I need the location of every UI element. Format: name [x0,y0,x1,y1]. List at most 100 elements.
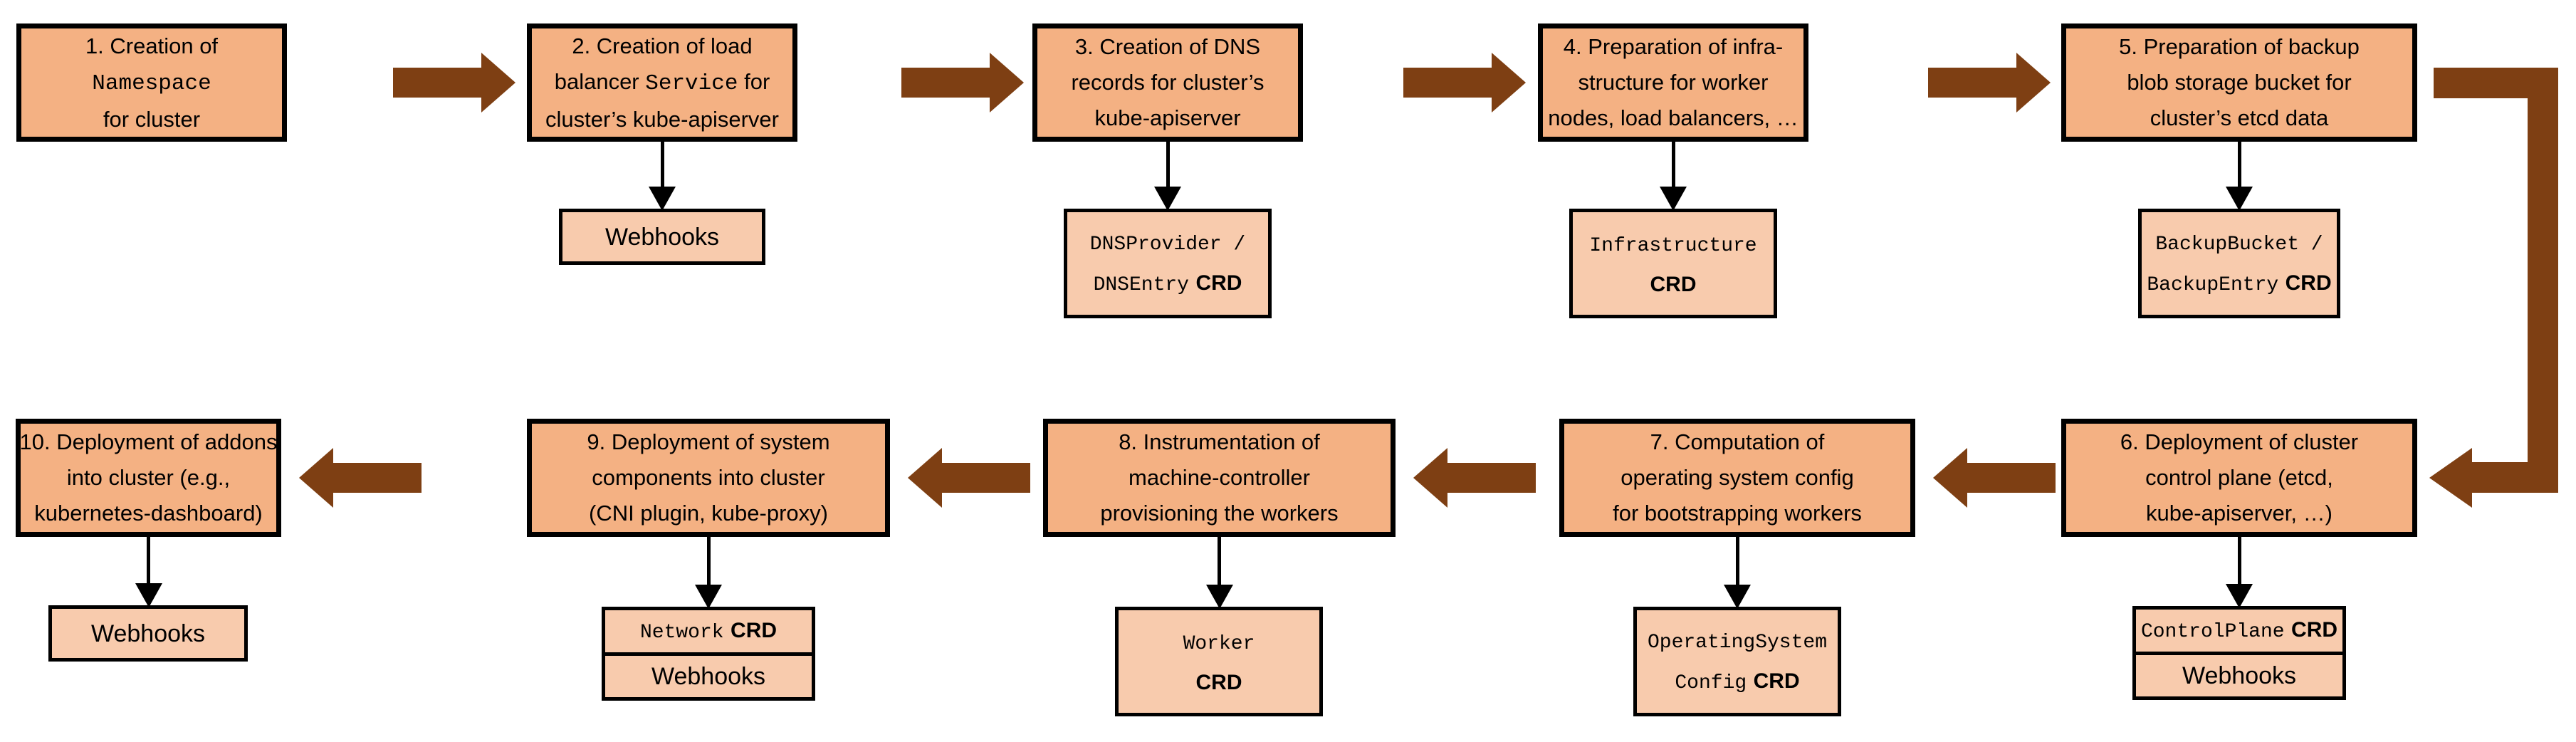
label-segment: machine-controller [1129,465,1310,490]
arrow-shaft [393,68,481,98]
detail-7-line: OperatingSystem [1648,621,1827,662]
label-segment: into cluster (e.g., [66,465,231,490]
detail-arrow-8 [1218,536,1221,585]
label-segment: kube-apiserver [1094,105,1241,130]
flow-arrow-6-7 [1933,448,2056,508]
step-3-line: 3. Creation of DNS [1075,29,1260,65]
detail-arrow-4 [1671,141,1675,187]
code-segment: Namespace [92,70,211,96]
code-segment: OperatingSystem [1647,632,1828,654]
step-6-line: control plane (etcd, [2145,460,2333,496]
crd-box-3: DNSProvider / DNSEntry CRD [1064,209,1272,318]
code-segment: Service [645,70,738,96]
label-segment [2285,615,2291,642]
label-segment: nodes, load balancers, … [1548,105,1799,130]
detail-arrowhead-7 [1724,585,1751,609]
label-segment: Webhooks [2182,662,2297,689]
step-5-line: blob storage bucket for [2127,65,2351,100]
step-5-line: cluster’s etcd data [2150,100,2328,136]
detail-9-line: Webhooks [651,658,765,695]
crd-webhooks-box-9: Network CRD Webhooks [602,607,815,701]
arrow-head [299,448,333,508]
step-box-6: 6. Deployment of cluster control plane (e… [2061,419,2417,537]
label-segment: Webhooks [604,223,720,251]
arrow-head [1492,53,1526,113]
detail-arrowhead-3 [1154,187,1181,211]
code-segment: DNSProvider / [1089,234,1246,256]
detail-arrowhead-8 [1205,585,1233,609]
crd-segment: CRD [1650,272,1697,296]
code-segment: Config [1675,672,1747,694]
step-4-line: 4. Preparation of infra- [1564,29,1783,65]
step-box-3: 3. Creation of DNS records for cluster’s k… [1032,23,1303,142]
step-3-line: kube-apiserver [1094,100,1240,136]
webhooks-box-2: Webhooks [559,209,765,265]
step-6-line: 6. Deployment of cluster [2120,424,2358,460]
detail-arrow-2 [660,141,664,187]
detail-8-line: Worker [1183,622,1255,663]
label-segment: 6. Deployment of cluster [2120,429,2359,454]
arrow-shaft [1967,463,2056,493]
crd-segment: CRD [2291,617,2338,642]
crd-box-5: BackupBucket /BackupEntry CRD [2138,209,2340,318]
detail-8-line: CRD [1196,663,1242,701]
detail-arrowhead-4 [1660,187,1687,211]
detail-7-line: Config CRD [1675,662,1799,702]
step-box-9: 9. Deployment of system components into c… [527,419,890,537]
webhooks-box-10: Webhooks [48,605,248,662]
label-segment: components into cluster [592,465,825,490]
detail-10-line: Webhooks [91,615,205,652]
detail-arrow-7 [1735,536,1739,585]
label-segment: kube-apiserver, …) [2146,501,2332,526]
crd-segment: CRD [2285,271,2332,295]
label-segment: 3. Creation of DNS [1074,34,1261,59]
step-10-line: into cluster (e.g., [67,460,230,496]
detail-arrowhead-5 [2226,187,2253,211]
step-2-line: 2. Creation of load [572,28,752,64]
label-segment: provisioning the workers [1100,501,1339,526]
label-segment: 9. Deployment of system [587,429,830,454]
sub-cell: Network CRD [605,610,812,652]
step-1-line: Namespace [92,64,211,102]
arrow-head [2429,448,2472,508]
arrow-head [908,448,942,508]
detail-arrowhead-10 [135,583,162,607]
step-7-line: for bootstrapping workers [1613,496,1862,531]
label-segment: 4. Preparation of infra- [1563,34,1784,59]
step-9-line: 9. Deployment of system [587,424,829,460]
detail-4-line: Infrastructure [1589,224,1756,265]
label-segment [724,616,731,643]
crd-segment: CRD [1195,271,1242,295]
step-3-line: records for cluster’s [1071,65,1264,100]
flow-arrow-1-2 [393,53,515,113]
arrow-head [481,53,515,113]
sub-cell: Webhooks [2136,651,2342,697]
crd-webhooks-box-6: ControlPlane CRD Webhooks [2132,606,2346,700]
detail-arrowhead-9 [695,585,722,609]
crd-segment: CRD [1753,669,1800,693]
detail-arrowhead-2 [649,187,676,211]
code-segment: Network [639,621,724,644]
label-segment [2278,268,2285,296]
step-1-line: for cluster [103,102,200,137]
detail-3-line: DNSProvider / [1090,223,1245,263]
label-segment: 1. Creation of [85,33,219,58]
step-7-line: operating system config [1621,460,1853,496]
label-segment [1747,667,1753,694]
flow-arrow-9-10 [299,448,422,508]
step-2-line: balancer Service for [555,64,770,102]
label-segment: balancer [554,68,646,94]
sub-cell: ControlPlane CRD [2136,610,2342,652]
detail-3-line: DNSEntry CRD [1094,263,1242,304]
code-segment: BackupBucket / [2155,234,2323,256]
code-segment: Infrastructure [1589,234,1757,257]
label-segment: records for cluster’s [1071,70,1265,95]
step-4-line: structure for worker [1578,65,1768,100]
flow-arrow-3-4 [1403,53,1526,113]
